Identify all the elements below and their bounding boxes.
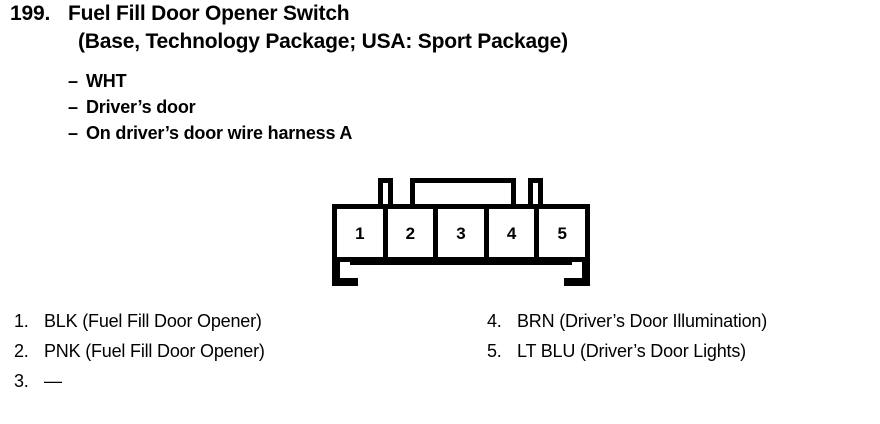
connector-latch-icon [410, 178, 516, 206]
legend-index: 4. [487, 311, 502, 331]
connector-cavity: 5 [539, 209, 585, 257]
cavity-number: 4 [506, 223, 517, 243]
spec-list: – WHT – Driver’s door – On driver’s door… [68, 68, 768, 146]
item-number: 199. [10, 2, 51, 25]
spec-item-label: On driver’s door wire harness A [86, 123, 353, 143]
connector-diagram: 1 2 3 4 5 [332, 178, 590, 286]
skirt-leg-left [332, 257, 340, 286]
spec-item-label: WHT [86, 71, 127, 91]
connector-shell: 1 2 3 4 5 [332, 204, 590, 262]
skirt-top-bar [350, 257, 572, 265]
cavity-number: 2 [405, 223, 416, 243]
spec-list-item: – On driver’s door wire harness A [68, 120, 768, 146]
connector-cavity: 1 [337, 209, 388, 257]
legend-column-right: 4. BRN (Driver’s Door Illumination) 5. L… [487, 306, 877, 366]
legend-index: 5. [487, 341, 502, 361]
cavity-number: 1 [355, 223, 365, 243]
legend-label: PNK (Fuel Fill Door Opener) [44, 341, 265, 361]
connector-tab-left-icon [378, 178, 393, 206]
page-subtitle: (Base, Technology Package; USA: Sport Pa… [78, 30, 568, 53]
legend-label: — [44, 371, 62, 391]
legend-item: 3. — [14, 366, 474, 396]
cavity-number: 5 [557, 223, 567, 243]
skirt-foot-left [332, 278, 358, 286]
page-title: Fuel Fill Door Opener Switch [68, 2, 350, 25]
connector-cavity: 2 [388, 209, 439, 257]
legend-label: BRN (Driver’s Door Illumination) [517, 311, 767, 331]
connector-skirt [332, 257, 590, 286]
legend-label: LT BLU (Driver’s Door Lights) [517, 341, 746, 361]
legend-index: 1. [14, 311, 29, 331]
legend-item: 4. BRN (Driver’s Door Illumination) [487, 306, 877, 336]
legend-item: 1. BLK (Fuel Fill Door Opener) [14, 306, 474, 336]
spec-item-label: Driver’s door [86, 97, 196, 117]
connector-cavity: 3 [438, 209, 489, 257]
skirt-foot-right [564, 278, 590, 286]
legend-index: 3. [14, 371, 29, 391]
connector-tab-right-icon [528, 178, 543, 206]
spec-list-item: – WHT [68, 68, 768, 94]
cavity-number: 3 [456, 223, 466, 243]
page-header: 199. Fuel Fill Door Opener Switch (Base,… [0, 0, 880, 56]
dash-bullet-icon: – [68, 123, 78, 143]
legend-column-left: 1. BLK (Fuel Fill Door Opener) 2. PNK (F… [14, 306, 474, 396]
legend-item: 2. PNK (Fuel Fill Door Opener) [14, 336, 474, 366]
skirt-leg-right [582, 257, 590, 286]
spec-list-item: – Driver’s door [68, 94, 768, 120]
dash-bullet-icon: – [68, 71, 78, 91]
legend-item: 5. LT BLU (Driver’s Door Lights) [487, 336, 877, 366]
legend-label: BLK (Fuel Fill Door Opener) [44, 311, 262, 331]
title-row: 199. Fuel Fill Door Opener Switch [0, 0, 880, 28]
dash-bullet-icon: – [68, 97, 78, 117]
legend-index: 2. [14, 341, 29, 361]
connector-cavity: 4 [489, 209, 540, 257]
